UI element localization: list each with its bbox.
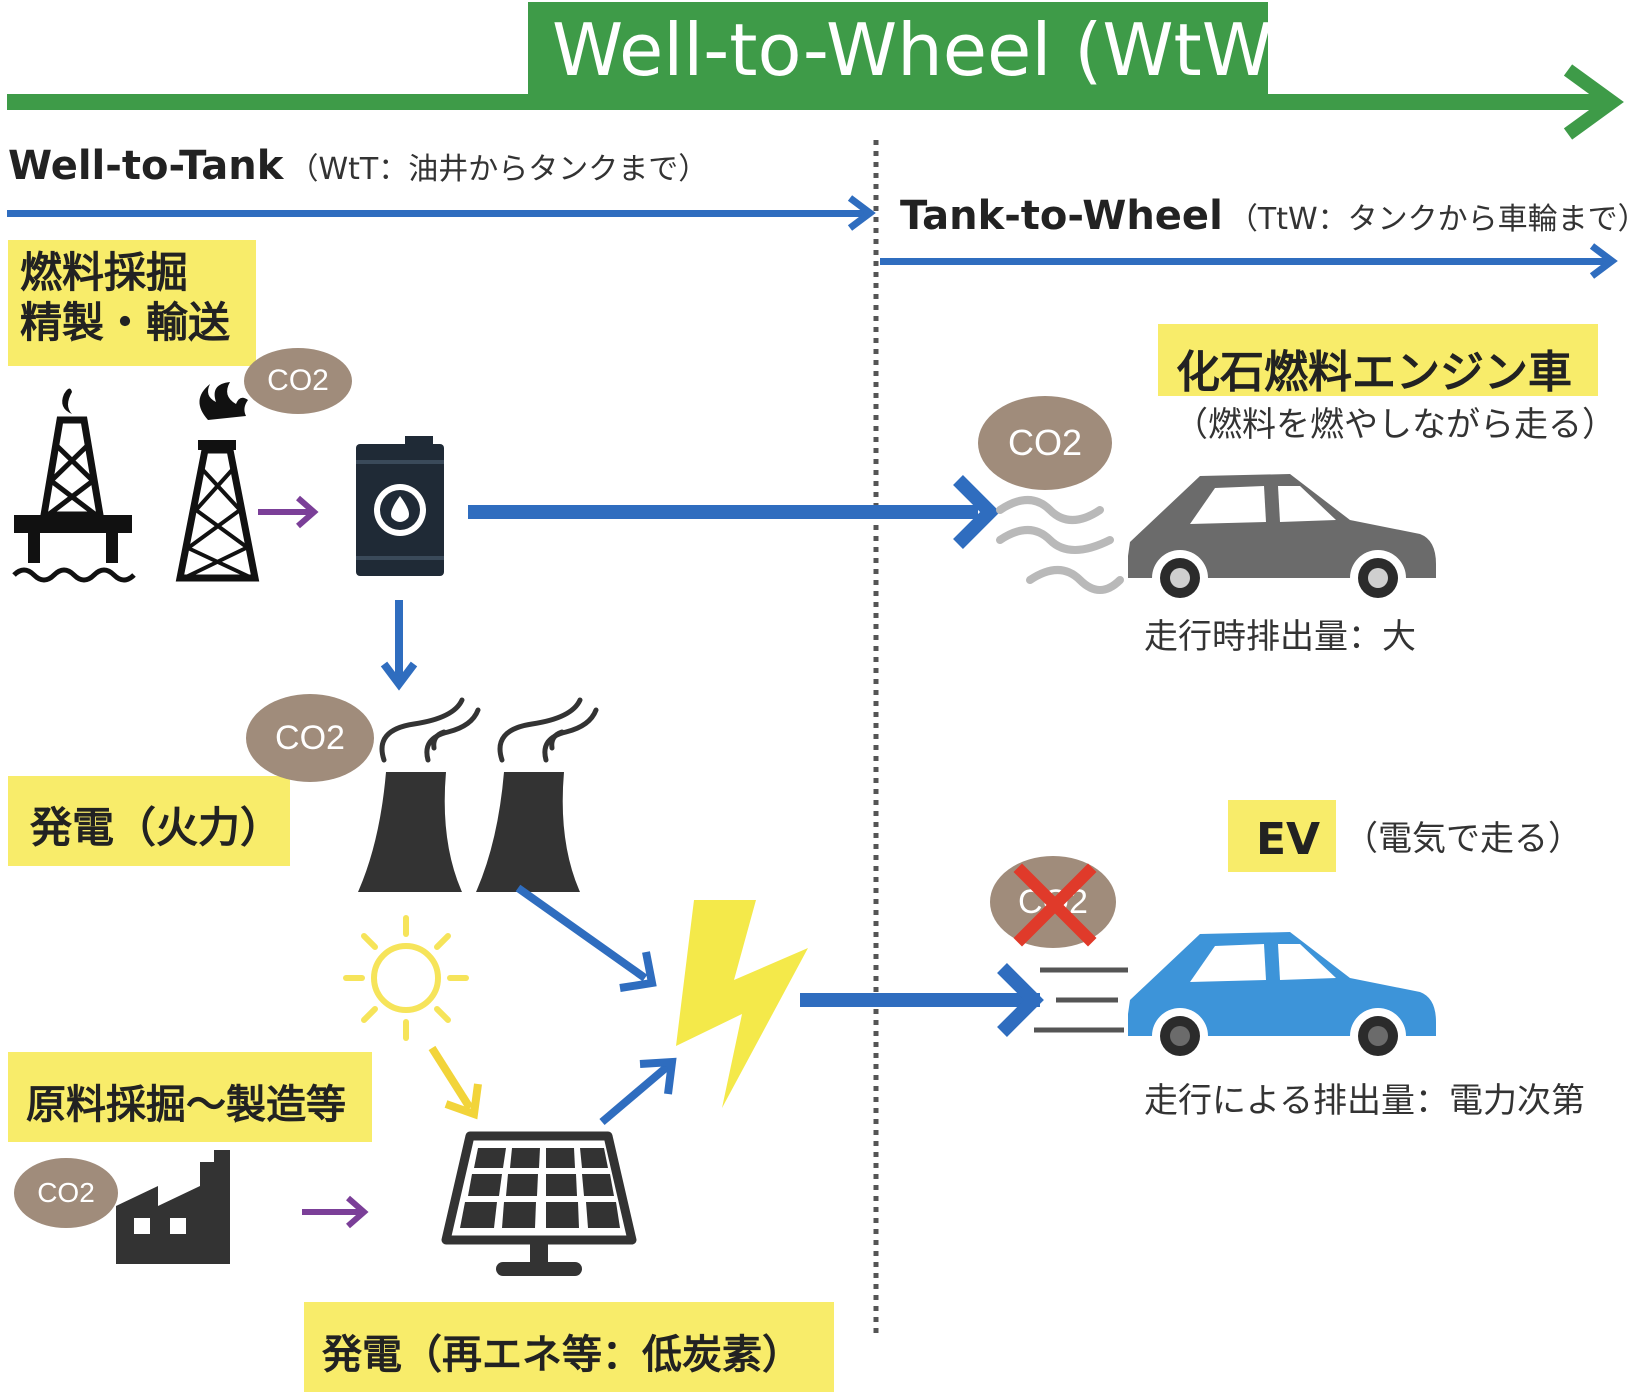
oil-derrick-icon xyxy=(175,382,260,582)
co2-bubble-factory: CO2 xyxy=(14,1158,118,1228)
thermal-box: 発電（火力） xyxy=(8,776,290,866)
fossil-car-label: 化石燃料エンジン車 xyxy=(1176,347,1572,398)
materials-label: 原料採掘～製造等 xyxy=(26,1082,346,1128)
co2-label-thermal: CO2 xyxy=(275,718,345,757)
co2-label-mining: CO2 xyxy=(267,364,329,397)
arrow-panel-to-lightning xyxy=(599,1057,677,1126)
factory-icon xyxy=(116,1150,230,1264)
oil-barrel-icon xyxy=(356,436,444,576)
co2-bubble-mining: CO2 xyxy=(244,348,352,414)
solar-panel-icon xyxy=(441,1131,637,1276)
arrow-barrel-to-car xyxy=(468,475,1000,549)
arrow-lightning-to-ev xyxy=(800,963,1044,1037)
renewable-box: 発電（再エネ等：低炭素） xyxy=(304,1302,834,1392)
fossil-car-subtitle: （燃料を燃やしながら走る） xyxy=(1174,405,1616,445)
co2-label-factory: CO2 xyxy=(37,1177,95,1208)
purple-arrow-derrick xyxy=(258,495,319,529)
ev-car-icon xyxy=(1128,932,1436,1064)
ev-subtitle: （電気で走る） xyxy=(1344,819,1582,859)
mining-line1: 燃料採掘 xyxy=(20,248,189,297)
co2-label-fossil-car: CO2 xyxy=(1007,422,1083,463)
thermal-label: 発電（火力） xyxy=(30,803,283,852)
renewable-label: 発電（再エネ等：低炭素） xyxy=(322,1332,802,1378)
ttw-label-sub: （TtW：タンクから車輪まで） xyxy=(1227,202,1638,237)
mining-line2: 精製・輸送 xyxy=(20,298,231,348)
thermal-plant-icon xyxy=(358,697,599,892)
wtw-title-box xyxy=(528,2,1268,106)
arrow-barrel-to-plant xyxy=(380,600,418,691)
ev-emission-note: 走行による排出量：電力次第 xyxy=(1144,1081,1585,1121)
arrow-plant-to-lightning xyxy=(515,884,657,992)
fossil-emission-note: 走行時排出量：大 xyxy=(1144,617,1416,657)
ev-label: EV xyxy=(1256,814,1321,865)
speed-lines-icon xyxy=(1034,967,1128,1033)
sun-icon xyxy=(343,915,469,1041)
exhaust-smoke-icon xyxy=(996,496,1124,594)
purple-arrow-factory xyxy=(302,1195,369,1229)
ttw-label: Tank-to-Wheel （TtW：タンクから車輪まで） xyxy=(900,196,1638,236)
offshore-rig-icon xyxy=(12,388,136,583)
co2-bubble-thermal: CO2 xyxy=(246,694,374,782)
mining-box: 燃料採掘 精製・輸送 xyxy=(8,240,256,366)
fossil-car-box: 化石燃料エンジン車 xyxy=(1158,324,1598,398)
lightning-icon xyxy=(676,900,808,1108)
wtt-arrow xyxy=(7,195,876,231)
wtt-label: Well-to-Tank （WtT：油井からタンクまで） xyxy=(8,146,708,186)
materials-box: 原料採掘～製造等 xyxy=(8,1052,372,1142)
no-co2-cross-icon xyxy=(1013,863,1097,947)
arrow-sun-to-panel xyxy=(428,1045,482,1120)
wtt-label-sub: （WtT：油井からタンクまで） xyxy=(288,152,709,187)
co2-bubble-fossil-car: CO2 xyxy=(978,396,1112,490)
fossil-car-icon xyxy=(1128,474,1436,606)
wtt-label-main: Well-to-Tank xyxy=(8,143,284,189)
ev-box: EV xyxy=(1228,800,1336,872)
wtw-title: Well-to-Wheel (WtW) xyxy=(552,8,1302,92)
ttw-label-main: Tank-to-Wheel xyxy=(900,193,1223,239)
wtw-arrow xyxy=(7,2,1624,140)
ttw-arrow xyxy=(880,243,1618,279)
